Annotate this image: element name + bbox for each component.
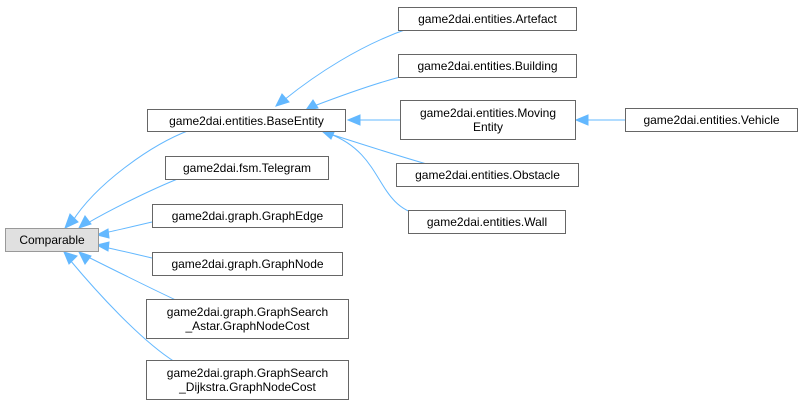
node-vehicle[interactable]: game2dai.entities.Vehicle: [625, 108, 798, 132]
node-graph-node[interactable]: game2dai.graph.GraphNode: [152, 252, 343, 276]
node-comparable[interactable]: Comparable: [5, 228, 99, 252]
edge-obstacle-baseentity: [329, 133, 431, 166]
node-artefact[interactable]: game2dai.entities.Artefact: [398, 7, 577, 31]
edge-graphnode-comparable: [103, 246, 153, 259]
arrowhead-comparable-dijkstra: [63, 251, 78, 265]
node-astar-graph-node-cost[interactable]: game2dai.graph.GraphSearch _Astar.GraphN…: [146, 299, 349, 339]
node-base-entity[interactable]: game2dai.entities.BaseEntity: [147, 109, 346, 132]
node-moving-entity[interactable]: game2dai.entities.Moving Entity: [400, 100, 576, 140]
node-dijkstra-graph-node-cost[interactable]: game2dai.graph.GraphSearch _Dijkstra.Gra…: [146, 360, 349, 400]
arrowhead-comparable-astar: [78, 251, 92, 265]
arrowhead-comparable-telegram: [78, 215, 92, 229]
node-obstacle[interactable]: game2dai.entities.Obstacle: [396, 163, 579, 187]
arrowhead-baseentity-artefact: [275, 93, 290, 107]
edge-dijkstra-comparable: [69, 259, 176, 363]
node-building[interactable]: game2dai.entities.Building: [398, 54, 577, 78]
edge-artefact-baseentity: [283, 27, 411, 101]
node-graph-edge[interactable]: game2dai.graph.GraphEdge: [152, 204, 343, 228]
edge-building-baseentity: [313, 76, 401, 107]
edge-baseentity-comparable: [71, 129, 191, 223]
node-telegram[interactable]: game2dai.fsm.Telegram: [165, 156, 329, 180]
edge-graphedge-comparable: [103, 221, 153, 234]
arrowhead-comparable-graphedge: [95, 228, 110, 239]
arrowhead-comparable-graphnode: [95, 241, 110, 252]
edge-wall-baseentity: [329, 133, 421, 216]
node-wall[interactable]: game2dai.entities.Wall: [408, 210, 566, 234]
edge-astar-comparable: [85, 255, 181, 303]
edge-telegram-comparable: [85, 177, 181, 225]
arrowhead-baseentity-movingentity: [346, 114, 361, 126]
arrowhead-comparable-baseentity: [64, 213, 79, 229]
arrowhead-movingentity-vehicle: [574, 114, 589, 126]
